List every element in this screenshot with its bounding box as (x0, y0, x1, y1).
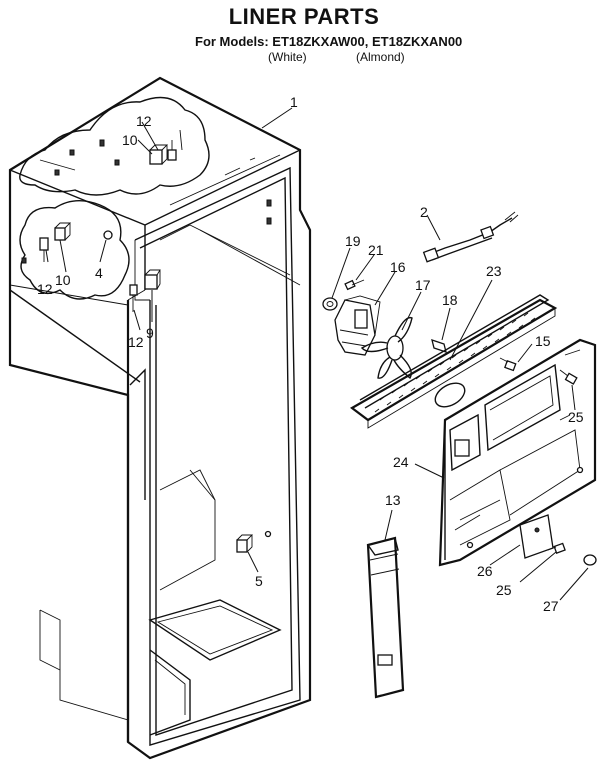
part-19-washer (322, 297, 338, 311)
part-13-strip (366, 536, 405, 699)
part-12-upper (167, 140, 177, 161)
part-23-air-duct (350, 294, 558, 429)
part-25-screw-upper (559, 369, 578, 385)
callout-15: 15 (535, 333, 551, 349)
callout-26: 26 (477, 563, 493, 579)
callout-12-side: 12 (128, 334, 144, 350)
part-26-plate (519, 514, 554, 559)
part-4 (103, 230, 113, 240)
part-10-left (54, 222, 72, 241)
callout-18: 18 (442, 292, 458, 308)
callout-17: 17 (415, 277, 431, 293)
liner-holes-upper (39, 129, 183, 176)
part-15-screw (499, 357, 517, 372)
part-23-vent-slots (374, 312, 536, 413)
callout-12-upper: 12 (136, 113, 152, 129)
callout-10-upper: 10 (122, 132, 138, 148)
callout-1: 1 (290, 94, 298, 110)
callout-labels: 1 2 4 5 9 10 10 12 12 12 13 15 16 17 18 … (37, 94, 584, 614)
model-numbers: For Models: ET18ZKXAW00, ET18ZKXAN00 (195, 34, 463, 49)
callout-19: 19 (345, 233, 361, 249)
part-12-left (39, 237, 49, 262)
part-10-upper (149, 144, 169, 165)
part-5 (236, 530, 272, 553)
color-almond-label: (Almond) (356, 50, 405, 64)
leader-lines (45, 107, 589, 601)
color-white-label: (White) (268, 50, 307, 64)
part-24-cover-panel (438, 338, 597, 567)
part-18-pin (431, 339, 447, 353)
cutaway-cloud-upper (19, 96, 210, 196)
part-12-side (129, 284, 138, 312)
liner-holes-side (21, 199, 272, 264)
cutaway-cloud-left (19, 200, 130, 300)
callout-25-lower: 25 (496, 582, 512, 598)
callout-2: 2 (420, 204, 428, 220)
part-27-plug (583, 554, 597, 566)
part-9 (144, 269, 161, 290)
callout-9: 9 (146, 325, 154, 341)
callout-5: 5 (255, 573, 263, 589)
callout-10-left: 10 (55, 272, 71, 288)
callout-12-left: 12 (37, 281, 53, 297)
part-21-screw (344, 279, 365, 291)
callout-27: 27 (543, 598, 559, 614)
callout-21: 21 (368, 242, 384, 258)
callout-13: 13 (385, 492, 401, 508)
callout-4: 4 (95, 265, 103, 281)
callout-25-upper: 25 (568, 409, 584, 425)
part-17-fan-blade (360, 316, 413, 380)
part-16-fan-motor (334, 295, 381, 356)
callout-23: 23 (486, 263, 502, 279)
callout-16: 16 (390, 259, 406, 275)
callout-24: 24 (393, 454, 409, 470)
page-title: LINER PARTS (228, 4, 380, 29)
part-2-wire-harness (422, 211, 519, 263)
liner-part-1 (8, 76, 312, 760)
